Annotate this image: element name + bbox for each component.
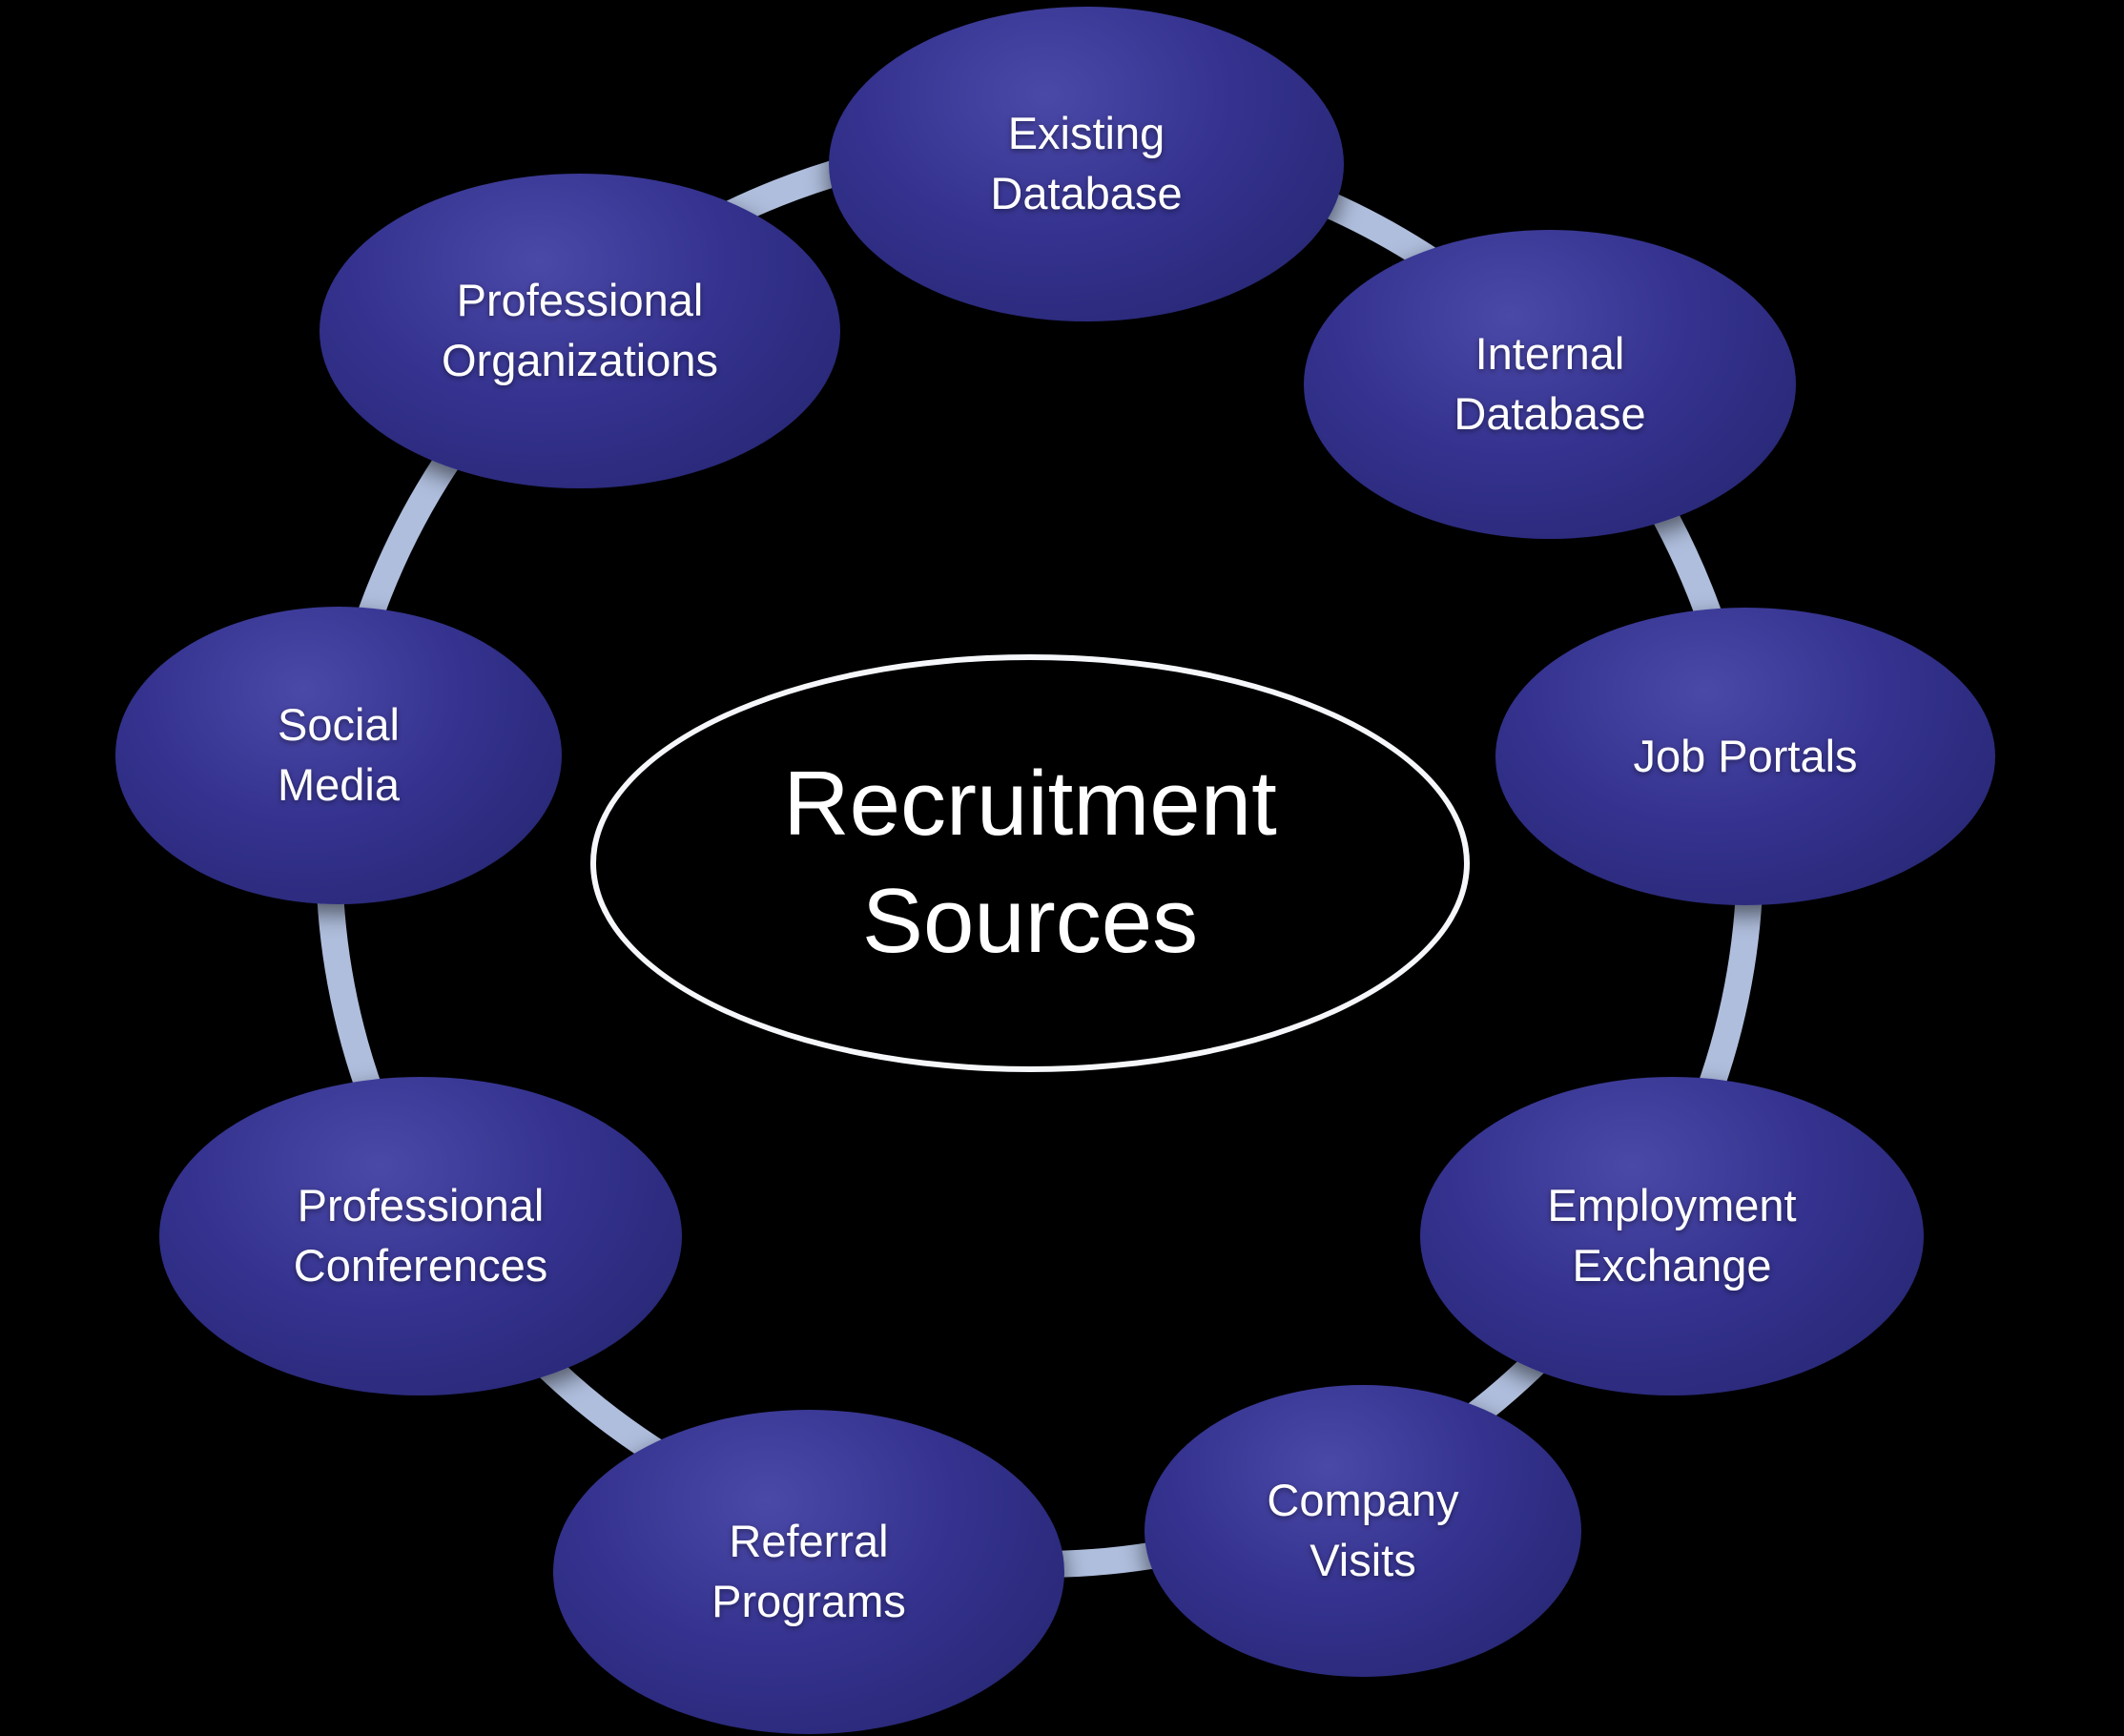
node-label-line: Organizations	[442, 335, 718, 385]
node-label-line: Exchange	[1572, 1240, 1772, 1291]
node-referral-programs: Referral Programs	[553, 1410, 1064, 1734]
node-label-line: Conferences	[293, 1240, 548, 1291]
node-label-line: Database	[990, 168, 1183, 218]
node-label-line: Social	[277, 699, 400, 751]
node-label-line: Job Portals	[1633, 730, 1858, 781]
node-label-line: Media	[277, 759, 400, 810]
node-internal-database: Internal Database	[1304, 230, 1796, 539]
node-company-visits: Company Visits	[1144, 1385, 1581, 1677]
node-professional-conferences: Professional Conferences	[159, 1077, 682, 1395]
node-label-line: Database	[1454, 388, 1646, 439]
node-professional-organizations: Professional Organizations	[320, 174, 840, 488]
center-title-line: Recruitment	[783, 753, 1277, 856]
node-label-line: Professional	[297, 1180, 545, 1231]
node-label-line: Professional	[456, 275, 704, 326]
node-label-line: Visits	[1309, 1535, 1416, 1585]
node-label-line: Internal	[1474, 328, 1625, 380]
node-existing-database: Existing Database	[829, 7, 1344, 321]
center-title-line: Sources	[861, 870, 1199, 972]
node-label-line: Programs	[711, 1576, 906, 1626]
center-node-recruitment-sources: Recruitment Sources	[590, 654, 1470, 1072]
node-job-portals: Job Portals	[1495, 608, 1995, 905]
node-employment-exchange: Employment Exchange	[1420, 1077, 1924, 1395]
node-label-line: Referral	[729, 1516, 889, 1567]
node-label-line: Existing	[1007, 108, 1165, 159]
node-label-line: Employment	[1547, 1180, 1797, 1231]
node-label-line: Company	[1267, 1475, 1459, 1526]
node-social-media: Social Media	[115, 607, 562, 904]
